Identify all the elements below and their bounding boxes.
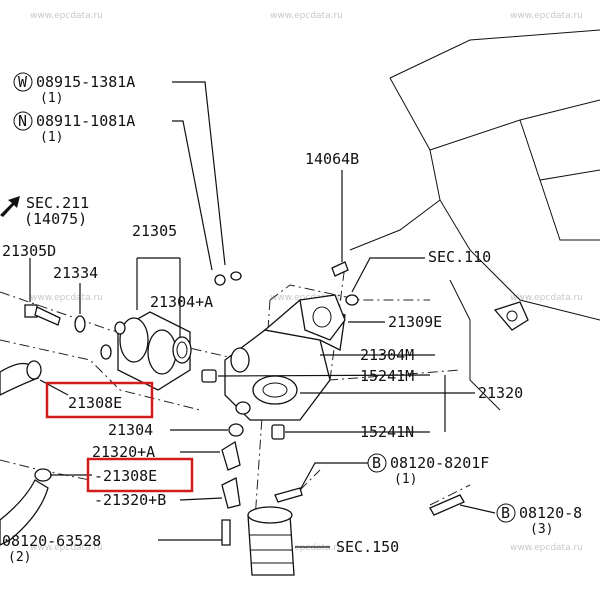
- part-code-08915-1381a: 08915-1381A: [36, 73, 135, 91]
- bolt-21305d: [24, 304, 61, 326]
- clip-21304: [228, 423, 244, 437]
- part-label-21309e: 21309E: [388, 313, 442, 331]
- part-code-08120-63528: 08120-63528: [2, 532, 101, 550]
- watermark: www.epcdata.ru: [30, 543, 103, 553]
- washer-21334: [74, 315, 86, 333]
- watermark: www.epcdata.ru: [270, 11, 343, 21]
- badge-w-circle: [13, 72, 33, 92]
- bolt-08120-8201f: [274, 487, 303, 503]
- part-label-21308e-upper: 21308E: [68, 394, 122, 412]
- part-code-08120-8201f: 08120-8201F: [390, 454, 489, 472]
- plate-sec110: [493, 301, 529, 331]
- part-label-21320a: 21320+A: [92, 443, 155, 461]
- arrow-sec211: [0, 196, 20, 217]
- badge-letter-w: W: [18, 73, 28, 91]
- hose-lower: [0, 468, 52, 546]
- watermark: www.epcdata.ru: [270, 543, 343, 553]
- gasket-21309e: [299, 294, 346, 341]
- highlight-box-21308e-lower: [86, 457, 194, 493]
- qty-08120-63528: (2): [8, 550, 31, 565]
- badge-letter-b: B: [372, 454, 381, 472]
- badge-letter-n: N: [18, 112, 27, 130]
- nut-top: [214, 271, 242, 286]
- part-labels: W 08915-1381A (1) N 08911-1081A (1) SEC.…: [2, 73, 582, 565]
- part-label-15241n: 15241N: [360, 423, 414, 441]
- bolt-08120-63528: [221, 519, 231, 546]
- part-label-21304: 21304: [108, 421, 153, 439]
- bolt-08120-8: [429, 494, 465, 516]
- badge-circles: [13, 72, 516, 523]
- section-ref-sec211: SEC.211: [26, 194, 89, 212]
- watermark: www.epcdata.ru: [510, 293, 583, 303]
- part-label-21304m: 21304M: [360, 346, 414, 364]
- engine-block-outline: [349, 29, 600, 411]
- badge-b-circle: [496, 503, 516, 523]
- part-label-14064b: 14064B: [305, 150, 359, 168]
- watermark: www.epcdata.ru: [30, 293, 103, 303]
- watermark: www.epcdata.ru: [30, 11, 103, 21]
- watermark: www.epcdata.ru: [510, 543, 583, 553]
- qty-08911-1081a: (1): [40, 130, 63, 145]
- qty-08120-8: (3): [530, 522, 553, 537]
- hose-upper: [0, 360, 42, 396]
- watermark: www.epcdata.ru: [270, 293, 343, 303]
- bracket-21320a: [221, 440, 241, 471]
- oil-filter-sec150: [247, 506, 295, 576]
- part-label-21304a: 21304+A: [150, 293, 213, 311]
- plug-15241m: [201, 369, 217, 383]
- qty-08120-8201f: (1): [394, 472, 417, 487]
- leader-lines: [29, 81, 496, 548]
- part-label-21305: 21305: [132, 222, 177, 240]
- oil-cooler-21305: [100, 311, 191, 391]
- qty-08915-1381a: (1): [40, 91, 63, 106]
- badge-b-circle: [367, 453, 387, 473]
- highlight-box-21308e-upper: [45, 381, 154, 419]
- part-label-21320b: -21320+B: [94, 491, 166, 509]
- part-code-08911-1081a: 08911-1081A: [36, 112, 135, 130]
- section-ref-sec110: SEC.110: [428, 248, 491, 266]
- sensor-14064b: [331, 261, 359, 306]
- part-code-08120-8: 08120-8: [519, 504, 582, 522]
- part-label-21334: 21334: [53, 264, 98, 282]
- badge-n-circle: [13, 111, 33, 131]
- bracket-21320b: [221, 477, 241, 509]
- part-label-21305d: 21305D: [2, 242, 56, 260]
- part-label-21308e-lower: -21308E: [94, 467, 157, 485]
- section-ref-sec150: SEC.150: [336, 538, 399, 556]
- part-label-21320: 21320: [478, 384, 523, 402]
- plug-15241n: [271, 424, 285, 440]
- o-ring-21304a: [172, 336, 192, 364]
- part-label-15241m: 15241M: [360, 367, 414, 385]
- watermarks: www.epcdata.ru www.epcdata.ru www.epcdat…: [30, 11, 583, 553]
- watermark: www.epcdata.ru: [510, 11, 583, 21]
- section-ref-14075: (14075): [24, 210, 87, 228]
- badge-letter-b: B: [501, 504, 510, 522]
